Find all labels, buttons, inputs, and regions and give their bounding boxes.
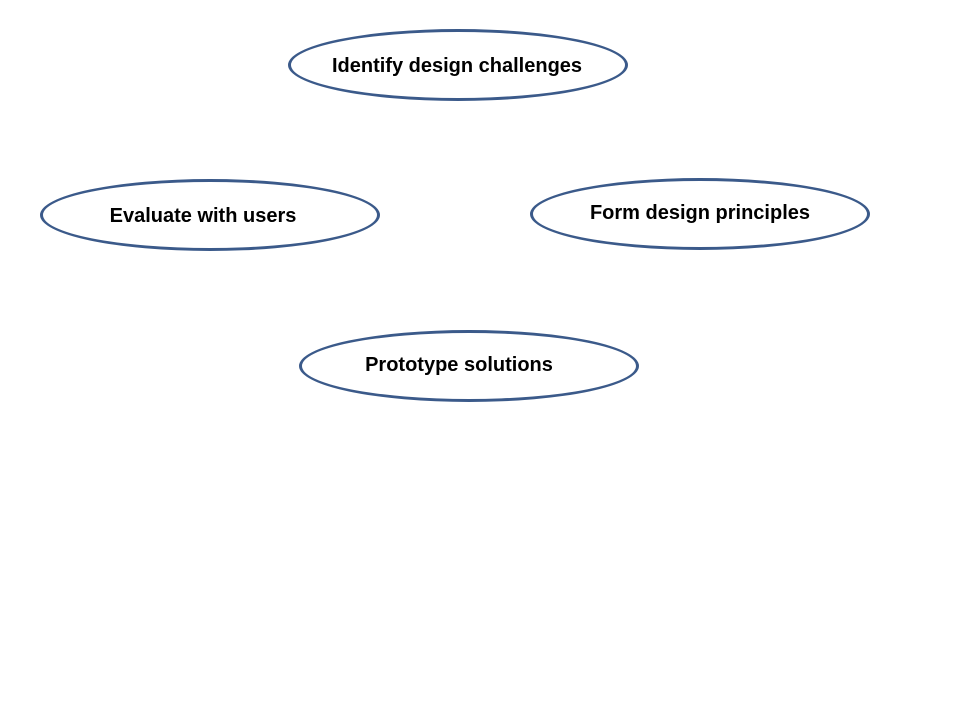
node-label-form: Form design principles xyxy=(589,201,811,224)
node-prototype-solutions: Prototype solutions xyxy=(299,330,639,402)
node-form-design-principles: Form design principles xyxy=(530,178,870,250)
node-label-evaluate: Evaluate with users xyxy=(109,204,297,227)
node-evaluate-with-users: Evaluate with users xyxy=(40,179,380,251)
node-label-identify: Identify design challenges xyxy=(331,54,583,77)
node-label-prototype: Prototype solutions xyxy=(365,353,553,376)
node-identify-design-challenges: Identify design challenges xyxy=(288,29,628,101)
